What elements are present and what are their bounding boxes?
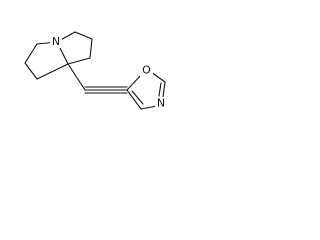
bond-ox-c5-o1 [126,73,143,91]
bond-ox-c2-n3-b [158,82,162,97]
oxazole-nitrogen: N [157,97,165,110]
oxazole-oxygen-label: O [140,64,153,77]
bond-ox-n3-c4 [140,105,158,110]
bond-l2 [24,43,38,64]
bond-r4 [67,57,91,65]
structure-diagram: N O N [0,0,200,129]
ring-nitrogen-label: N [50,35,62,48]
ring-nitrogen: N [52,35,60,48]
bond-chain-1 [67,63,86,91]
oxazole-oxygen: O [142,64,151,77]
bond-ox-c2-n3-a [162,81,166,98]
bond-ox-c4-c5-b [131,90,144,105]
molecule-structure: N O N [24,31,167,110]
bond-r2 [74,31,93,40]
oxazole-nitrogen-label: N [155,97,167,110]
bond-l4 [36,63,69,80]
alkyne-linker [67,63,128,94]
bond-ox-o1-c2 [150,71,166,83]
oxazole-ring [126,71,166,110]
bond-ox-c4-c5-a [126,89,142,110]
bond-r3 [89,38,93,59]
bond-l3 [24,62,38,80]
